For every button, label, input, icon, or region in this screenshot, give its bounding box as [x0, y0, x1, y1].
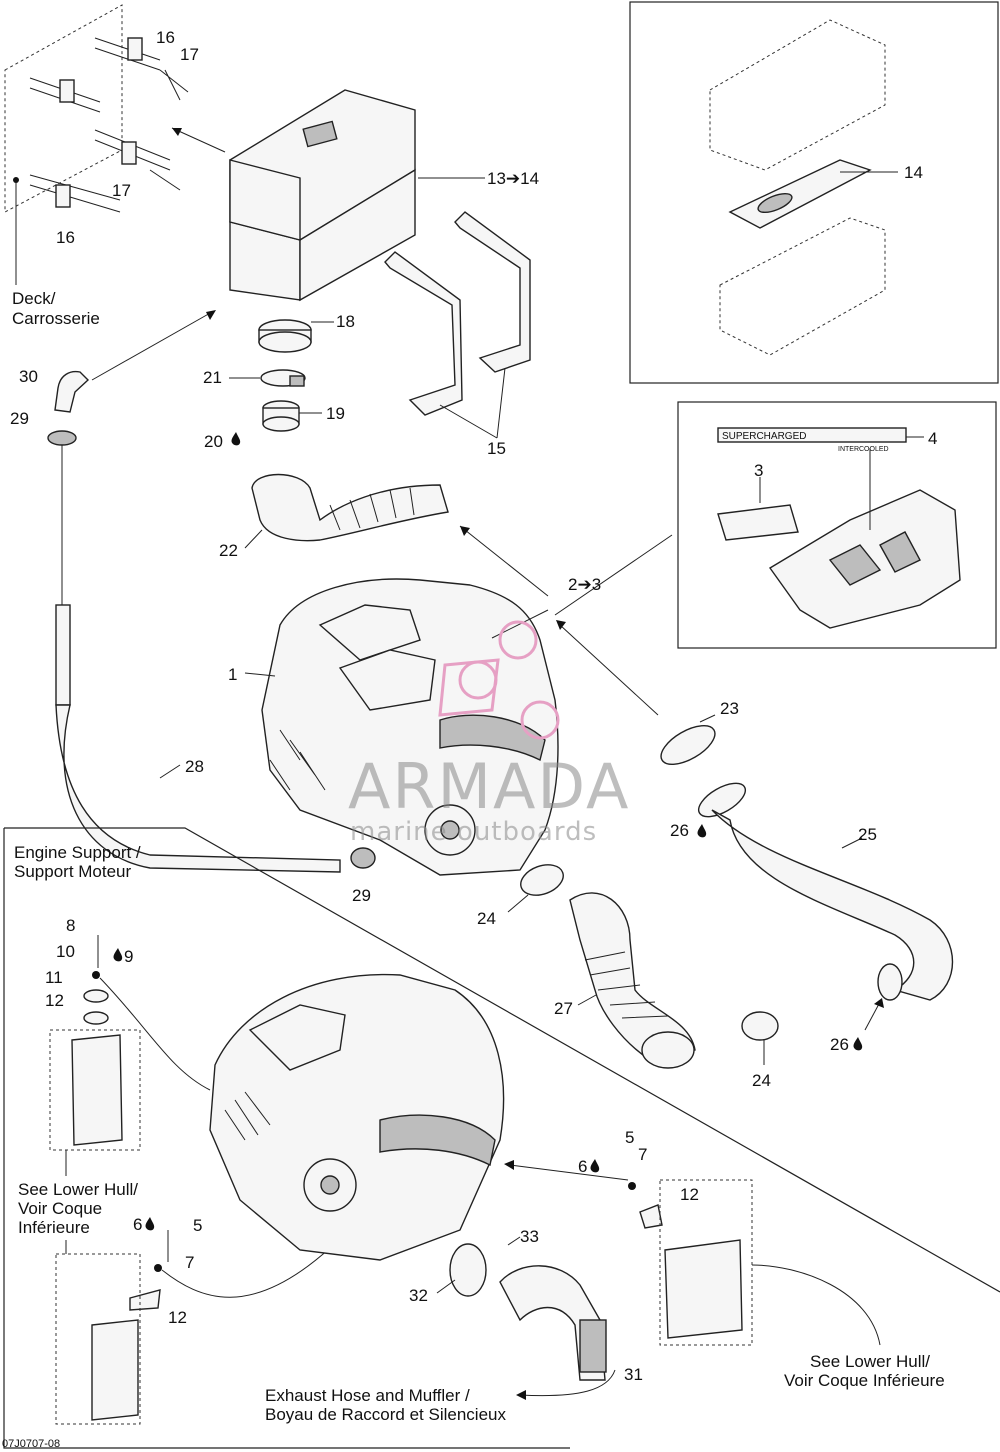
- drop-icon: [231, 432, 241, 446]
- callout-17: 17: [112, 181, 131, 200]
- hose-clamp-upper: [229, 369, 306, 387]
- callout-24: 24: [477, 909, 496, 928]
- callout-2-3: 2➔3: [568, 575, 601, 594]
- callout-5: 5: [625, 1128, 634, 1147]
- callout-11: 11: [45, 968, 63, 987]
- callout-12: 12: [168, 1308, 187, 1327]
- drop-icon: [590, 1159, 600, 1173]
- intake-adaptor: [258, 319, 334, 353]
- callout-31: 31: [624, 1365, 643, 1384]
- callout-16: 16: [156, 28, 175, 47]
- callout-9: 9: [124, 947, 133, 966]
- callout-10: 10: [56, 942, 75, 961]
- callout-29: 29: [352, 886, 371, 905]
- intake-sleeve: [262, 400, 322, 432]
- lower-hull-label-right: See Lower Hull/: [810, 1352, 930, 1371]
- callout-33: 33: [520, 1227, 539, 1246]
- engine-support-label: Support Moteur: [14, 862, 132, 881]
- decal-supercharged: SUPERCHARGED: [722, 431, 806, 442]
- deck-bracket-lower: [29, 129, 181, 213]
- callout-6: 6: [578, 1157, 587, 1176]
- callout-26: 26: [670, 821, 689, 840]
- figure-code: 07J0707-08: [2, 1438, 60, 1450]
- callout-22: 22: [219, 541, 238, 560]
- lower-hull-label-left: Inférieure: [18, 1218, 90, 1237]
- air-box: [171, 89, 485, 302]
- turbo-hose: [507, 864, 779, 1069]
- exhaust-label: Boyau de Raccord et Silencieux: [265, 1405, 506, 1424]
- watermark-tagline: marine outboards: [350, 817, 597, 847]
- lubricant-drop-icons: [113, 432, 863, 1231]
- callout-32: 32: [409, 1286, 428, 1305]
- intercooler-hose: [556, 620, 954, 1031]
- engine-cover: SUPERCHARGED INTERCOOLED: [554, 427, 961, 629]
- callout-15: 15: [487, 439, 506, 458]
- callout-17: 17: [180, 45, 199, 64]
- lower-hull-label-left: Voir Coque: [18, 1199, 102, 1218]
- drop-icon: [145, 1217, 155, 1231]
- callout-30: 30: [19, 367, 38, 386]
- exhaust-assembly: [436, 1236, 616, 1400]
- callout-13-14: 13➔14: [487, 169, 539, 188]
- callout-7: 7: [638, 1145, 647, 1164]
- callout-14: 14: [904, 163, 923, 182]
- deck-label: Deck/: [12, 289, 56, 308]
- drop-icon: [853, 1037, 863, 1051]
- callout-16: 16: [56, 228, 75, 247]
- support-straps: [384, 211, 531, 439]
- lower-hull-label-right: Voir Coque Inférieure: [784, 1371, 945, 1390]
- right-mount: [504, 1160, 881, 1346]
- callout-labels: 16 17 17 16 13➔14 14 18 21 19 20 15 30 2…: [10, 28, 937, 1384]
- callout-21: 21: [203, 368, 222, 387]
- watermark-brand: ARMADA: [348, 750, 630, 823]
- callout-12: 12: [680, 1185, 699, 1204]
- left-mount-lower: [55, 1230, 331, 1425]
- callout-24: 24: [752, 1071, 771, 1090]
- intake-hose: [244, 473, 549, 597]
- deck-label: Carrosserie: [12, 309, 100, 328]
- callout-26: 26: [830, 1035, 849, 1054]
- callout-18: 18: [336, 312, 355, 331]
- callout-7: 7: [185, 1253, 194, 1272]
- drop-icon: [113, 948, 123, 962]
- callout-4: 4: [928, 429, 937, 448]
- lower-hull-label-left: See Lower Hull/: [18, 1180, 138, 1199]
- callout-20: 20: [204, 432, 223, 451]
- callout-25: 25: [858, 825, 877, 844]
- callout-29: 29: [10, 409, 29, 428]
- engine-support-frame: [3, 827, 1000, 1449]
- deck-bracket-upper: [29, 37, 189, 113]
- text-labels: Deck/ Carrosserie Engine Support / Suppo…: [2, 289, 945, 1450]
- inset-cover-frame: [677, 401, 997, 649]
- decal-intercooled: INTERCOOLED: [838, 446, 889, 453]
- callout-6: 6: [133, 1215, 142, 1234]
- callout-23: 23: [720, 699, 739, 718]
- callout-3: 3: [754, 461, 763, 480]
- inset-airbox: [709, 19, 898, 356]
- callout-19: 19: [326, 404, 345, 423]
- drop-icon: [697, 824, 707, 838]
- callout-28: 28: [185, 757, 204, 776]
- callout-27: 27: [554, 999, 573, 1018]
- inset-airbox-frame: [629, 1, 999, 384]
- watermark: ARMADA marine outboards: [348, 620, 630, 847]
- callout-1: 1: [228, 665, 237, 684]
- callout-12: 12: [45, 991, 64, 1010]
- callout-8: 8: [66, 916, 75, 935]
- vent-hose: [47, 310, 376, 873]
- callout-5: 5: [193, 1216, 202, 1235]
- left-mount-upper: [49, 935, 211, 1176]
- engine-lower: [209, 973, 505, 1261]
- engine-support-label: Engine Support /: [14, 843, 141, 862]
- engine-main: [244, 578, 559, 876]
- watermark-logo: [438, 620, 560, 740]
- exhaust-label: Exhaust Hose and Muffler /: [265, 1386, 470, 1405]
- deck-panel: [4, 4, 189, 285]
